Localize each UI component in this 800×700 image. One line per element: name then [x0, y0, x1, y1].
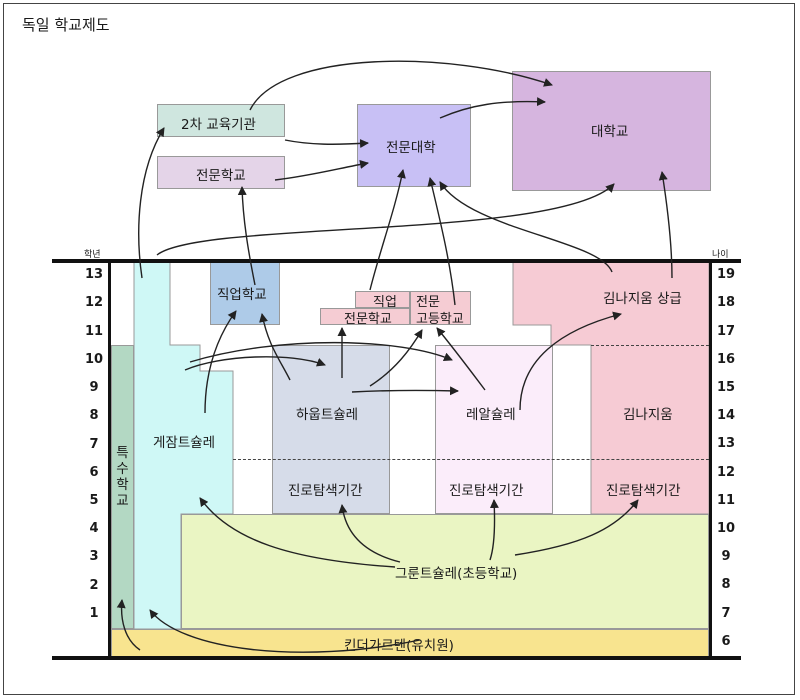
- arrow-gesamt-to-uni: [156, 183, 615, 256]
- age-number: 6: [721, 633, 731, 649]
- arrow-real-to-fachober: [436, 327, 486, 391]
- hauptschule-orientation-label: 진로탐색기간: [288, 483, 363, 499]
- university-box: [512, 71, 711, 191]
- grundschule-label: 그룬트슐레(초등학교): [395, 566, 518, 582]
- fachhochschule-box: [357, 104, 471, 187]
- arrow-fachschule-to-fh: [274, 159, 369, 181]
- fachoberschule-box: [410, 291, 471, 325]
- grade-number: 12: [84, 295, 104, 311]
- grade-number: 7: [89, 436, 99, 452]
- age-number: 8: [721, 577, 731, 593]
- grade-number: 4: [89, 521, 99, 537]
- gymnasium-upper-divider: [591, 345, 709, 346]
- arrow-grund-to-real: [489, 499, 499, 561]
- fachoberschule-line2-label: 고등학교: [416, 312, 464, 327]
- berufsschule-label: 직업학교: [217, 287, 267, 303]
- grade-number: 3: [89, 549, 99, 565]
- realschule-box: [435, 345, 553, 514]
- grade-number: 1: [89, 605, 99, 621]
- fachhochschule-label: 전문대학: [386, 140, 436, 156]
- gesamtschule-shape: [133, 261, 234, 630]
- arrow-gym-to-uni: [658, 171, 673, 279]
- arrow-fos-to-fh: [369, 169, 406, 291]
- realschule-label: 레알슐레: [466, 407, 516, 423]
- orientation-divider: [233, 459, 709, 460]
- kindergarten-label: 킨더가르텐(유치원): [344, 638, 454, 654]
- grade-number: 13: [84, 267, 104, 283]
- grade-number: 10: [84, 351, 104, 367]
- gymnasium-orientation-label: 진로탐색기간: [606, 483, 681, 499]
- grade-number: 9: [89, 380, 99, 396]
- second-education-box: [157, 104, 285, 137]
- special-school-label: 특수학교: [111, 445, 134, 509]
- fachschule-label: 전문학교: [196, 168, 246, 184]
- arrow-haupt-to-fachober: [369, 329, 423, 387]
- fos-lower-box: [320, 308, 410, 325]
- gesamtschule-label: 게잠트슐레: [153, 435, 216, 451]
- arrow-haupt-to-berufs: [259, 313, 291, 381]
- fos-line1-label: 직업: [373, 295, 397, 310]
- grade-number: 5: [89, 492, 99, 508]
- age-number: 11: [716, 492, 736, 508]
- arrow-kinder-to-gesamt: [149, 609, 421, 653]
- age-number: 16: [716, 351, 736, 367]
- grade-number: 6: [89, 464, 99, 480]
- age-number: 7: [721, 605, 731, 621]
- age-header: 나이: [712, 250, 729, 260]
- hauptschule-label: 하웁트슐레: [296, 407, 359, 423]
- arrow-grund-to-haupt: [338, 504, 401, 563]
- berufsschule-box: [210, 262, 280, 325]
- age-number: 15: [716, 379, 736, 395]
- grade-number: 8: [89, 408, 99, 424]
- fachschule-box: [157, 156, 285, 189]
- arrow-gesamt-to-haupt: [184, 356, 326, 371]
- age-number: 18: [716, 295, 736, 311]
- left-axis-line: [108, 259, 111, 659]
- right-axis-line: [709, 259, 712, 659]
- fos-upper-box: [355, 291, 410, 308]
- age-number: 17: [716, 323, 736, 339]
- diagram-title: 독일 학교제도: [22, 16, 110, 34]
- fos-line2-label: 전문학교: [344, 312, 392, 327]
- arrow-haupt-to-real: [351, 386, 459, 396]
- arrow-berufs-to-fachschule: [237, 186, 256, 286]
- age-number: 10: [716, 521, 736, 537]
- arrow-2nd-to-fh: [284, 138, 369, 148]
- grade-number: 2: [89, 577, 99, 593]
- fachoberschule-line1-label: 전문: [416, 295, 440, 310]
- grade-header: 학년: [84, 250, 101, 260]
- arrow-fachober-to-fh: [427, 177, 456, 306]
- age-number: 19: [716, 267, 736, 283]
- age-number: 12: [716, 464, 736, 480]
- realschule-orientation-label: 진로탐색기간: [449, 483, 524, 499]
- gymnasium-upper-label: 김나지움 상급: [603, 291, 682, 307]
- special-school-text: 특수학교: [116, 445, 129, 509]
- age-number: 14: [716, 408, 736, 424]
- age-number: 13: [716, 436, 736, 452]
- second-education-label: 2차 교육기관: [181, 117, 256, 133]
- arrow-kinder-to-special: [116, 599, 141, 651]
- university-label: 대학교: [591, 124, 629, 140]
- grundschule-box: [181, 514, 709, 629]
- arrow-grund-to-gesamt: [199, 497, 396, 568]
- arrow-gesamt-to-berufs: [204, 310, 237, 414]
- arrow-2nd-to-uni: [249, 60, 553, 111]
- age-number: 9: [721, 549, 731, 565]
- arrow-grund-to-gym: [514, 499, 639, 556]
- diagram-frame: [3, 3, 795, 695]
- arrow-fh-to-uni: [439, 97, 546, 119]
- arrow-gym-to-fh: [439, 181, 613, 273]
- bottom-rule: [52, 656, 741, 660]
- arrow-gesamt-to-2nd: [138, 127, 165, 279]
- arrow-real-to-gymupper: [519, 311, 622, 411]
- gymnasium-label: 김나지움: [623, 407, 673, 423]
- top-rule: [52, 259, 741, 263]
- hauptschule-box: [272, 345, 390, 514]
- grade-number: 11: [84, 323, 104, 339]
- arrow-gesamt-to-real: [189, 341, 453, 363]
- kindergarten-box: [111, 629, 709, 657]
